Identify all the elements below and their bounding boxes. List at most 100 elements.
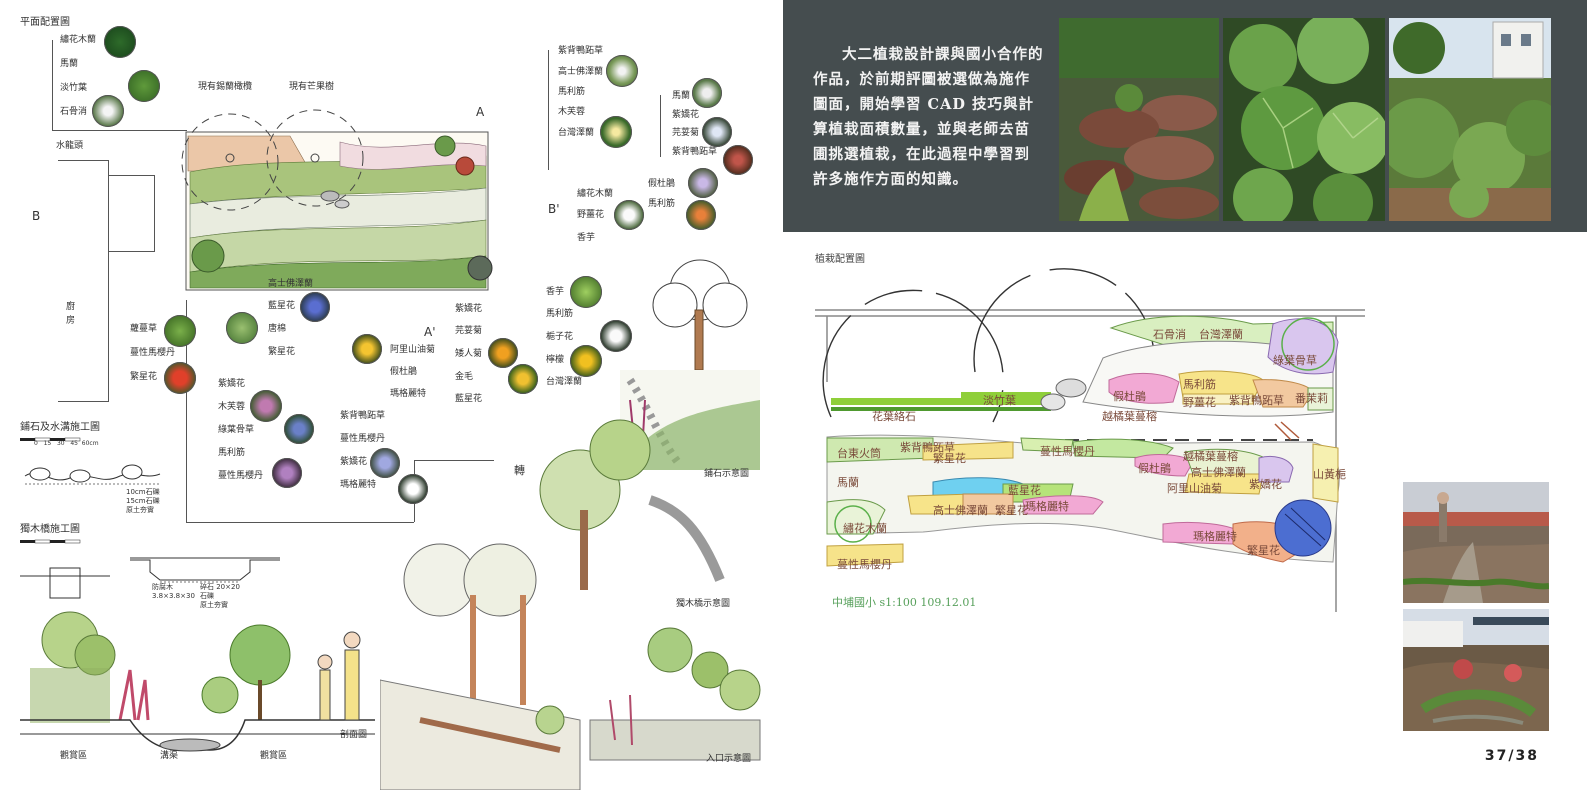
plant-label: 香芋: [577, 233, 596, 243]
note: 原土夯實: [126, 506, 154, 514]
plant-photo-thumb: [606, 55, 638, 87]
plant-label: 高士佛澤蘭: [268, 279, 314, 289]
plant-label: 檸檬: [546, 355, 565, 365]
zone-label: 繁星花: [933, 452, 966, 465]
section-title: 剖面圖: [340, 730, 368, 740]
construction-photo: [1403, 482, 1549, 603]
zone-label: 阿里山油菊: [1167, 482, 1222, 495]
plant-label: 瑪格麗特: [340, 480, 377, 490]
bridge-sketch-title: 獨木橋示意圖: [676, 599, 731, 609]
plant-photo-thumb: [702, 117, 732, 147]
plant-label: 假杜鵑: [648, 179, 676, 189]
site-photo-rocks: [1059, 18, 1219, 221]
zone-label: 假杜鵑: [1138, 462, 1171, 475]
zone-label: 番茉莉: [1295, 392, 1328, 405]
plant-photo-thumb: [284, 414, 314, 444]
plant-label: 瑪格麗特: [390, 389, 427, 399]
zone-label: 紫背鴨跖草: [1229, 394, 1284, 407]
plant-photo-thumb: [570, 345, 602, 377]
leader-line: [52, 40, 53, 130]
wall-outline: [108, 175, 155, 252]
existing-tree-label: 現有錫蘭橄欖: [198, 82, 253, 92]
plant-label: 香芋: [546, 287, 565, 297]
plant-photo-thumb: [600, 320, 632, 352]
leader-line: [186, 300, 187, 522]
plant-label: 阿里山油菊: [390, 345, 436, 355]
plant-label: 假杜鵑: [390, 367, 418, 377]
zone-label: 山黃梔: [1313, 468, 1346, 481]
leader-line: [414, 460, 494, 461]
site-photo-leaves: [1223, 18, 1385, 221]
plant-label: 紫背鴨跖草: [672, 147, 718, 157]
existing-tree-label: 現有芒果樹: [289, 82, 335, 92]
path-label: 轉: [514, 464, 525, 477]
edging-detail-drawing: [20, 437, 161, 485]
left-page-plan-board: 平面配置圖 繡花木蘭 馬蘭 淡竹葉 石骨消 水龍頭 B B' A A' 廚 房 …: [0, 0, 783, 794]
plant-label: 紫嬌花: [340, 457, 368, 467]
plant-label: 蔓性馬櫻丹: [218, 471, 264, 481]
plant-photo-thumb: [570, 276, 602, 308]
plant-photo-thumb: [226, 312, 258, 344]
plant-label: 繁星花: [268, 347, 296, 357]
plant-photo-thumb: [300, 292, 330, 322]
section-marker-a: A: [476, 105, 485, 119]
section-marker-b: B: [32, 209, 41, 223]
zone-label: 紫嬌花: [1249, 478, 1282, 491]
plant-label: 馬蘭: [60, 59, 79, 69]
plant-label: 藍星花: [268, 301, 296, 311]
plant-photo-thumb: [723, 145, 753, 175]
plant-photo-thumb: [686, 200, 716, 230]
entrance-sketch-title: 入口示意圖: [706, 754, 752, 764]
bridge-notes: 碎石 20×20 石礫 原土夯實: [200, 583, 240, 610]
plant-label: 紫嬌花: [672, 110, 700, 120]
plant-photo-thumb: [352, 334, 382, 364]
right-page: 大二植栽設計課與國小合作的作品，於前期評圖被選做為施作圖面，開始學習 CAD 技…: [783, 0, 1587, 794]
plant-label: 木芙蓉: [558, 107, 586, 117]
plant-label: 梔子花: [546, 332, 574, 342]
bridge-detail-title: 獨木橋施工圖: [20, 524, 80, 535]
zone-label: 繁星花: [1247, 544, 1280, 557]
section-label: 觀賞區: [260, 751, 288, 761]
plant-photo-thumb: [688, 168, 718, 198]
plan-title: 平面配置圖: [20, 17, 70, 28]
bridge-notes: 防腐木 3.8×3.8×30: [152, 583, 195, 601]
plant-label: 馬利筋: [558, 87, 586, 97]
plan-scale-note: 中埔國小 s1:100 109.12.01: [832, 596, 977, 609]
stone-sketch-title: 鋪石示意圖: [704, 469, 750, 479]
plant-photo-thumb: [128, 70, 160, 102]
plant-label: 繡花木蘭: [577, 189, 614, 199]
zone-label: 石骨消: [1153, 328, 1186, 341]
plant-label: 淡竹葉: [60, 83, 88, 93]
scale-tick: 30: [56, 440, 65, 447]
section-illustration: [20, 610, 375, 760]
cad-planting-plan: [815, 268, 1365, 612]
plant-photo-thumb: [508, 364, 538, 394]
page-number: 37/38: [1484, 748, 1539, 764]
zone-label: 台灣澤蘭: [1199, 328, 1243, 341]
water-tap-label: 水龍頭: [56, 141, 84, 151]
plant-label: 蘿蔓草: [130, 324, 158, 334]
kitchen-label: 廚 房: [66, 302, 76, 326]
bridge-detail-drawing: [20, 539, 280, 599]
section-marker-a2: A': [424, 325, 436, 339]
plant-label: 紫背鴨跖草: [558, 46, 604, 56]
plant-label: 台灣澤蘭: [558, 128, 595, 138]
zone-label: 台東火筒: [837, 447, 881, 460]
edging-detail-title: 鋪石及水溝施工圖: [20, 422, 100, 433]
plant-label: 馬利筋: [218, 448, 246, 458]
plant-label: 繁星花: [130, 372, 158, 382]
perspective-sketches: [380, 259, 761, 790]
edging-notes: 10cm石礫 15cm石礫 原土夯實: [126, 488, 160, 515]
scale-tick: 45: [70, 440, 78, 447]
note: 防腐木: [152, 583, 173, 591]
note: 原土夯實: [200, 601, 228, 609]
leader-line: [660, 95, 661, 157]
plant-photo-thumb: [488, 338, 518, 368]
plant-label: 蔓性馬櫻丹: [340, 434, 386, 444]
zone-label: 繁星花: [995, 504, 1028, 517]
plant-photo-thumb: [92, 95, 124, 127]
plant-photo-thumb: [272, 458, 302, 488]
zone-label: 蔓性馬櫻丹: [837, 558, 892, 571]
intro-paragraph: 大二植栽設計課與國小合作的作品，於前期評圖被選做為施作圖面，開始學習 CAD 技…: [813, 46, 1044, 188]
plant-label: 芫荽菊: [455, 326, 483, 336]
